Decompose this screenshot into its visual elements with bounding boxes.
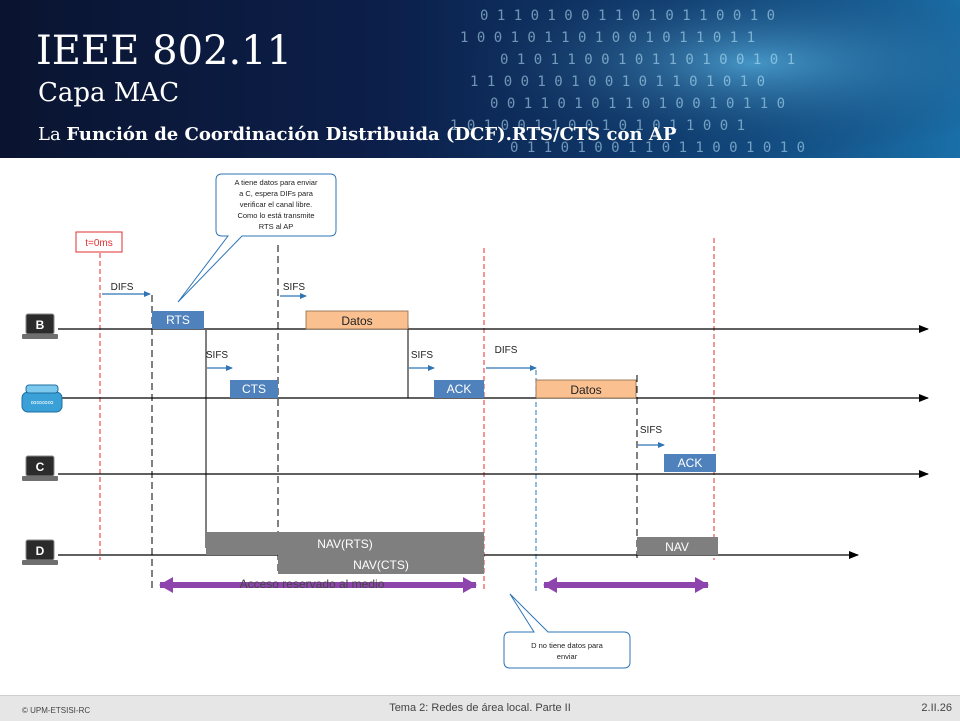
callout-bottom: D no tiene datos para enviar [503,593,631,669]
t0-label: t=0ms [85,238,113,249]
station-c-label: C [36,460,45,474]
nav-rts-label: NAV(RTS) [317,537,373,551]
callout-top: A tiene datos para enviar a C, espera DI… [177,173,337,303]
laptop-c-icon: C [22,455,58,481]
nav-d-label: NAV [665,540,689,554]
svg-text:∞∞∞∞: ∞∞∞∞ [31,398,54,407]
sifs-2-label: SIFS [206,350,229,361]
reserved-label: Acceso reservado al medio [240,577,385,591]
svg-text:1 1 0 0 1 0 1 0 0 1 0 1 1 0 1: 1 1 0 0 1 0 1 0 0 1 0 1 1 0 1 0 1 0 [470,74,765,90]
svg-text:0 1 1 0 1 0 0 1 1 0 1 0 1 1 0: 0 1 1 0 1 0 0 1 1 0 1 0 1 1 0 0 1 0 [480,8,775,24]
cts-label: CTS [242,382,266,396]
laptop-d-icon: D [22,539,58,565]
topic-prefix: La [38,124,61,145]
svg-text:1 0 1 0 0 1 1 0 0 1 0 1 0 1 1: 1 0 1 0 0 1 1 0 0 1 0 1 0 1 1 0 0 1 [450,118,745,134]
footer-course: Tema 2: Redes de área local. Parte II [389,702,571,714]
footer-copyright: © UPM-ETSISI-RC [22,706,91,715]
callout-bottom-line-2: enviar [557,652,578,661]
dcf-timing-diagram: B ∞∞∞∞ C D t=0ms DIFS SIFS SIFS SIFS DIF… [21,173,929,669]
callout-top-line-1: A tiene datos para enviar [235,178,318,187]
rts-label: RTS [166,313,190,327]
callout-top-line-4: Como lo está transmite [237,211,314,220]
station-b-label: B [36,318,45,332]
sifs-1-label: SIFS [283,282,306,293]
access-point-icon: ∞∞∞∞ [21,384,63,413]
footer-page-number: 2.II.26 [921,702,952,714]
ack-c-label: ACK [678,456,703,470]
topic-bold: Función de Coordinación Distribuida (DCF… [66,124,677,145]
header-banner: 0 1 1 0 1 0 0 1 1 0 1 0 1 1 0 0 1 0 1 0 … [0,0,960,158]
ack-ap-label: ACK [447,382,472,396]
datos-ap-frame [535,379,637,399]
nav-rts-bar [206,532,484,555]
t0-box [75,231,123,253]
svg-text:1 0 0 1 0 1 1 0 1 0 0 1 0 1 1: 1 0 0 1 0 1 1 0 1 0 0 1 0 1 1 0 1 1 [460,30,755,46]
callout-top-line-2: a C, espera DIFs para [239,189,314,198]
callout-top-line-3: verificar el canal libre. [240,200,313,209]
topic-line: La Función de Coordinación Distribuida (… [38,124,676,145]
binary-background-graphic: 0 1 1 0 1 0 0 1 1 0 1 0 1 1 0 0 1 0 1 0 … [440,0,960,158]
difs-1-label: DIFS [111,282,134,293]
nav-cts-bar [278,555,484,574]
sifs-3-label: SIFS [411,350,434,361]
callout-bottom-line-1: D no tiene datos para [531,641,604,650]
page-title: IEEE 802.11 [36,28,293,74]
svg-text:0 1 0 1 1 0 0 1 0 1 1 0 1 0 0: 0 1 0 1 1 0 0 1 0 1 1 0 1 0 0 1 0 1 [500,52,795,68]
datos-b-frame [305,310,409,330]
cts-frame [230,380,278,398]
nav-d-bar [637,537,718,555]
page-subtitle: Capa MAC [38,78,180,108]
ack-c-frame [664,454,716,472]
laptop-b-icon: B [22,313,58,339]
ack-ap-frame [434,380,484,398]
svg-text:0 1 1 0 1 0 0 1 1 0 1 1 0 0 1: 0 1 1 0 1 0 0 1 1 0 1 1 0 0 1 0 1 0 [510,140,805,156]
footer-bar: © UPM-ETSISI-RC Tema 2: Redes de área lo… [0,695,960,721]
difs-2-label: DIFS [495,345,518,356]
datos-ap-label: Datos [570,383,601,397]
callout-top-line-5: RTS al AP [259,222,293,231]
station-d-label: D [36,544,45,558]
rts-frame [152,311,204,329]
datos-b-label: Datos [341,314,372,328]
svg-text:0 0 1 1 0 1 0 1 1 0 1 0 0 1 0: 0 0 1 1 0 1 0 1 1 0 1 0 0 1 0 1 1 0 [490,96,785,112]
sifs-4-label: SIFS [640,425,663,436]
nav-cts-label: NAV(CTS) [353,558,409,572]
